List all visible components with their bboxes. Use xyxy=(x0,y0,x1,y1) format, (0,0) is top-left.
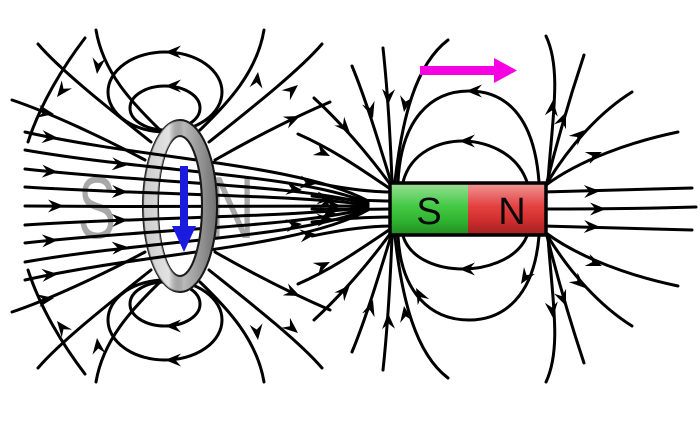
magnet-south-label: S xyxy=(416,191,441,233)
bar-magnet-body: S N xyxy=(388,181,548,237)
loop-axial-field-lines xyxy=(23,130,370,282)
magnet-north-label: N xyxy=(498,191,525,233)
magnet-shading xyxy=(390,183,546,235)
current-direction-arrow xyxy=(172,166,196,252)
motion-arrow xyxy=(420,58,517,83)
current-arrow-head xyxy=(172,226,196,252)
magnet-fan-field-lines xyxy=(296,34,680,384)
loop-fan-field-lines xyxy=(10,28,332,384)
magnet-border xyxy=(388,181,548,237)
current-loop-figure: S N xyxy=(10,28,370,384)
bar-magnet-figure: S N xyxy=(296,34,698,384)
motion-arrow-shaft xyxy=(420,66,496,75)
magnet-axial-field-lines xyxy=(310,180,698,238)
current-arrow-shaft xyxy=(180,166,188,228)
motion-arrow-head xyxy=(494,58,517,83)
